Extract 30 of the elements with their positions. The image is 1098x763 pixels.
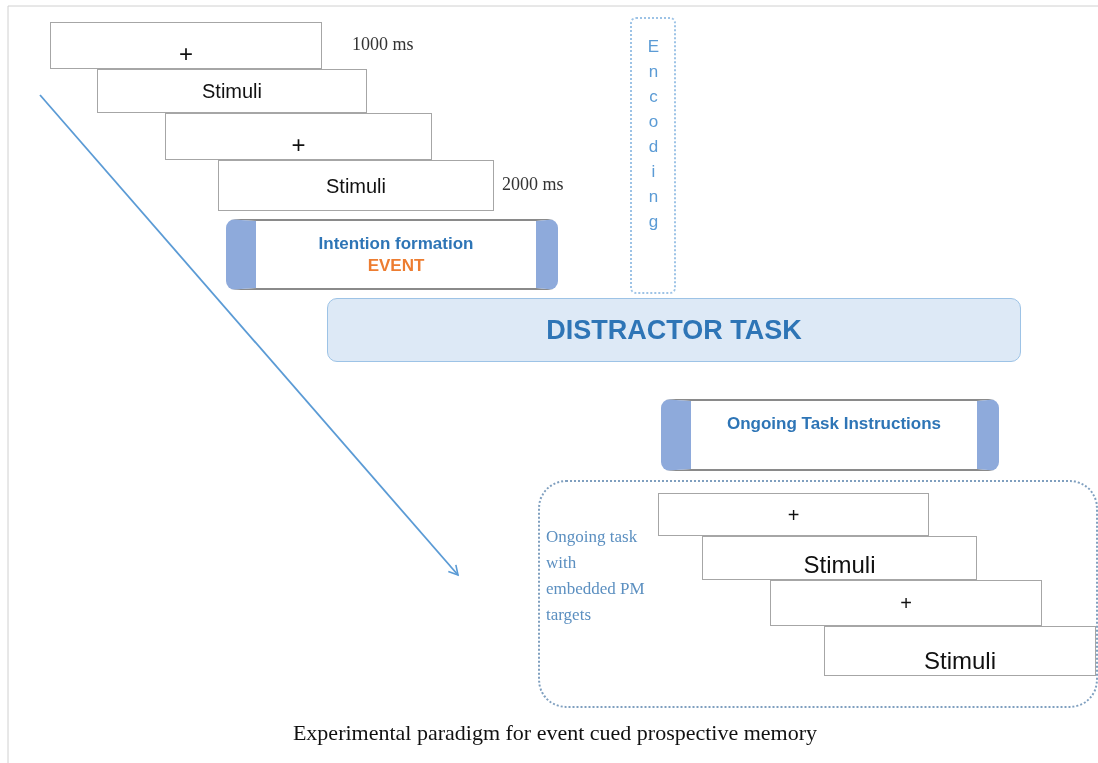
screen-card (165, 113, 432, 160)
screen-card (770, 580, 1042, 626)
duration-label: 1000 ms (352, 34, 414, 55)
stimulus-text: Stimuli (326, 175, 386, 196)
task-group-frame (538, 480, 1098, 708)
event-label: EVENT (367, 255, 425, 277)
fixation-cross: Stimuli (924, 649, 996, 673)
stimulus-text: + (787, 504, 800, 525)
stimulus-text: + (900, 593, 912, 613)
screen-card (824, 626, 1096, 676)
group-label: Ongoing task with embedded PM targets (546, 526, 646, 626)
fixation-cross: Stimuli (803, 553, 876, 577)
phase-label: Encoding (643, 37, 663, 237)
screen-card (218, 160, 494, 211)
stimulus-text: Stimuli (202, 81, 262, 101)
fixation-cross: + (179, 42, 193, 66)
screen-card (702, 536, 977, 580)
duration-label: 2000 ms (502, 174, 564, 195)
screen-card (97, 69, 367, 113)
instruction-card (661, 399, 999, 471)
phase-box (630, 17, 676, 294)
instruction-card (226, 219, 558, 290)
task-band (327, 298, 1021, 362)
screen-card (658, 493, 929, 536)
screen-card (50, 22, 322, 69)
figure-caption: Experimental paradigm for event cued prospective memory (291, 720, 819, 746)
card-heading: Ongoing Task Instructions (726, 413, 942, 435)
fixation-cross: + (291, 133, 306, 157)
task-heading: DISTRACTOR TASK (546, 314, 802, 346)
card-heading: Intention formation (318, 233, 474, 255)
